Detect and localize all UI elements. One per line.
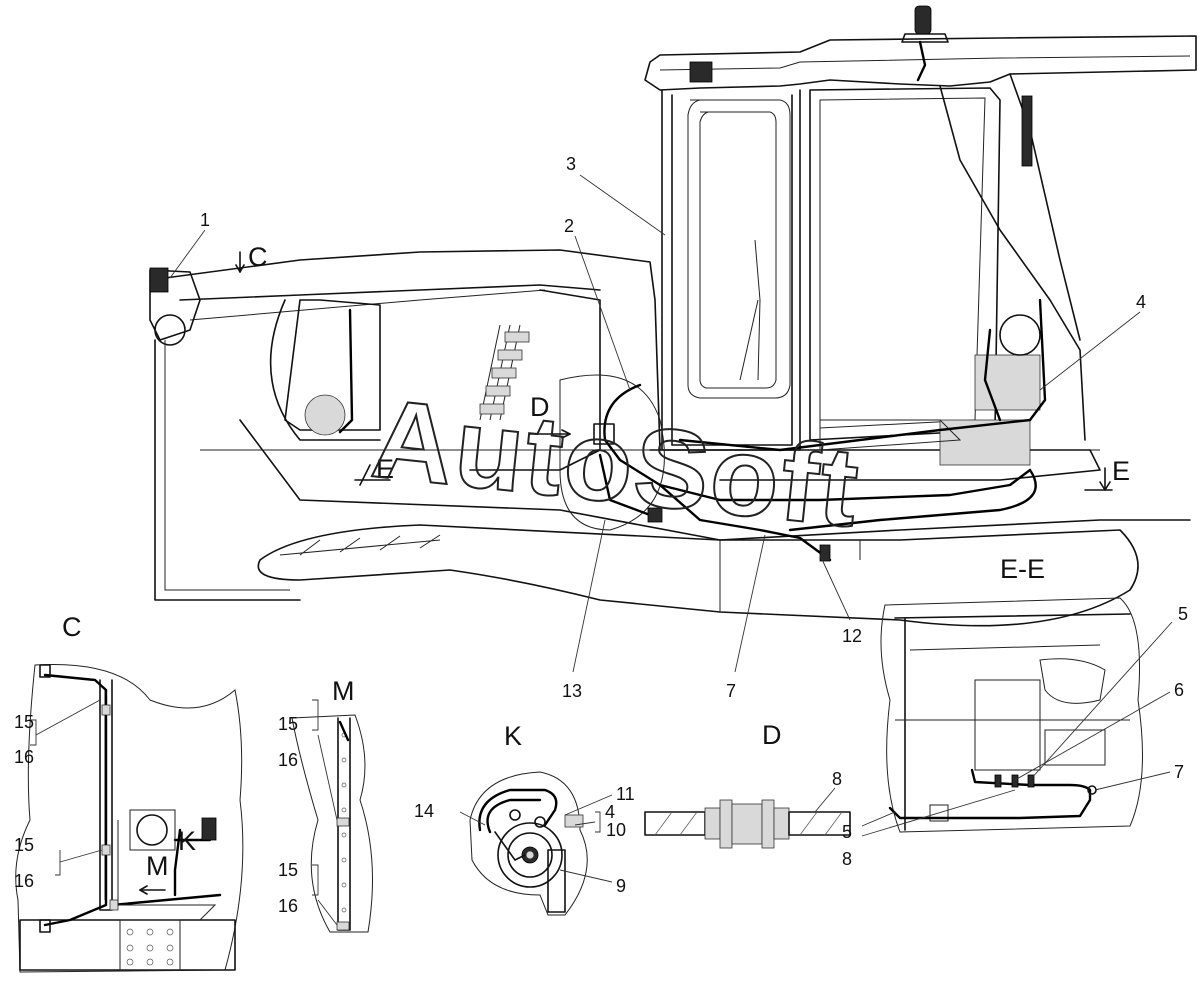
callout-13: 13	[562, 681, 582, 701]
callout-c-16a: 16	[14, 747, 34, 767]
view-arrow-d: D	[530, 392, 550, 422]
mounting-holes-c	[126, 928, 174, 966]
callout-ee-6: 6	[1174, 680, 1184, 700]
view-title-k: K	[504, 721, 522, 751]
callout-ee-8: 8	[842, 849, 852, 869]
callout-d-8: 8	[832, 769, 842, 789]
section-title-ee: E-E	[1000, 554, 1045, 584]
callout-m-15a: 15	[278, 714, 298, 734]
grille-slats	[479, 324, 530, 421]
view-m	[291, 699, 373, 933]
machine-side-view	[149, 5, 1197, 627]
view-title-m: M	[332, 676, 355, 706]
callout-4: 4	[1136, 292, 1146, 312]
view-title-c: C	[62, 612, 82, 642]
callout-k-9: 9	[616, 876, 626, 896]
main-leaders	[169, 174, 1141, 673]
section-mark-e-left: E	[376, 454, 394, 484]
callout-k-10: 10	[606, 820, 626, 840]
callout-c-15a: 15	[14, 712, 34, 732]
callout-2: 2	[564, 216, 574, 236]
callout-m-16a: 16	[278, 750, 298, 770]
view-d	[644, 787, 851, 849]
section-ee	[861, 597, 1173, 837]
callout-ee-5b: 5	[842, 822, 852, 842]
callout-k-14: 14	[414, 801, 434, 821]
section-mark-e-right: E	[1112, 456, 1130, 486]
callout-12: 12	[842, 626, 862, 646]
callout-1: 1	[200, 210, 210, 230]
watermark-logo: AutoSoft	[367, 375, 866, 550]
main-harness	[598, 298, 1047, 562]
callout-k-4: 4	[605, 802, 615, 822]
callout-7: 7	[726, 681, 736, 701]
callout-m-15b: 15	[278, 860, 298, 880]
inner-label-k: K	[178, 826, 196, 856]
callout-ee-5a: 5	[1178, 604, 1188, 624]
callout-k-11: 11	[616, 784, 635, 804]
holes-m	[341, 732, 347, 913]
inner-label-m: M	[146, 851, 169, 881]
callout-3: 3	[566, 154, 576, 174]
callout-c-15b: 15	[14, 835, 34, 855]
callout-c-16b: 16	[14, 871, 34, 891]
view-c	[15, 663, 244, 973]
view-title-d: D	[762, 720, 782, 750]
view-arrow-c: C	[248, 242, 268, 272]
callout-m-16b: 16	[278, 896, 298, 916]
callout-ee-7: 7	[1174, 762, 1184, 782]
view-k	[459, 771, 613, 916]
